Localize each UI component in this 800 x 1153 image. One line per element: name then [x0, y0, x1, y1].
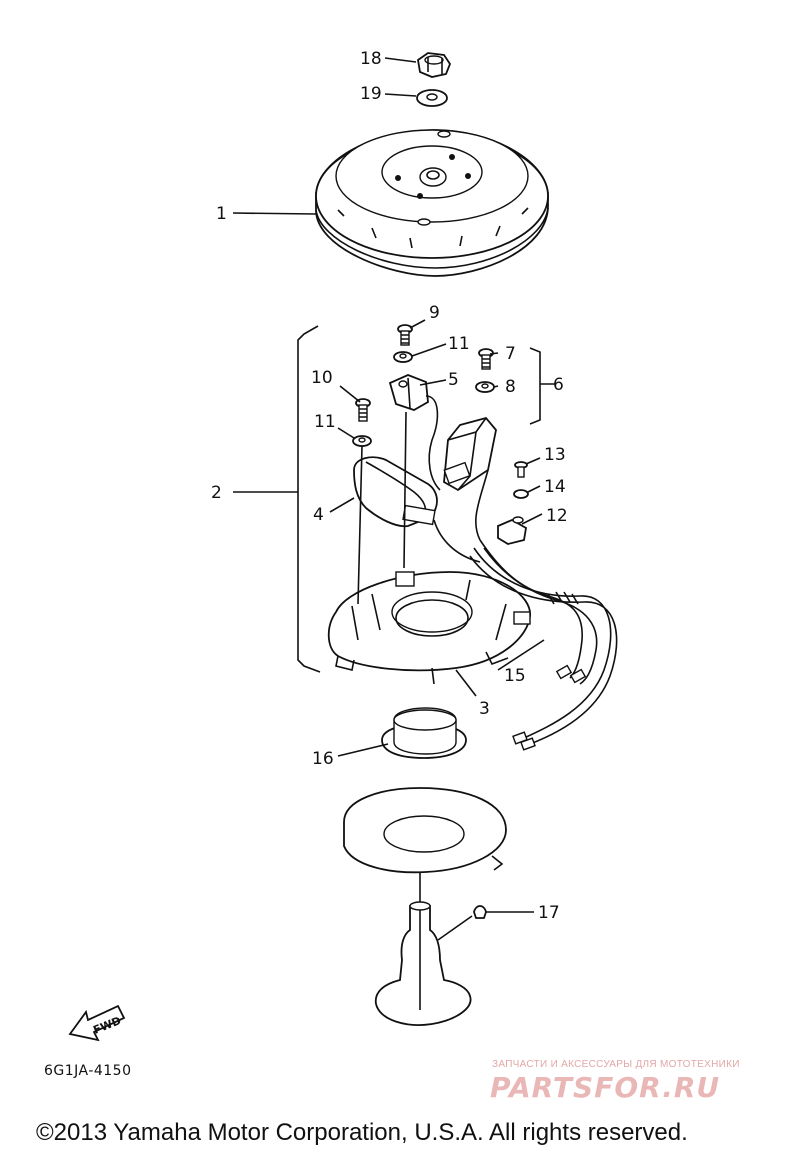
callout-12: 12 [546, 506, 568, 526]
callout-2: 2 [211, 483, 222, 503]
callout-17: 17 [538, 903, 560, 923]
callout-7: 7 [505, 344, 516, 364]
leader-lines [232, 57, 545, 941]
part-11-washer-lower[interactable] [352, 435, 372, 447]
copyright-notice: ©2013 Yamaha Motor Corporation, U.S.A. A… [36, 1119, 688, 1146]
diagram-code: 6G1JA-4150 [44, 1063, 132, 1079]
part-1-flywheel[interactable] [315, 129, 549, 277]
callout-4: 4 [313, 505, 324, 525]
callout-15: 15 [504, 666, 526, 686]
crankshaft [374, 901, 472, 1026]
group-6-bracket [529, 347, 556, 425]
callout-13: 13 [544, 445, 566, 465]
callout-6: 6 [553, 375, 564, 395]
callout-5: 5 [448, 370, 459, 390]
callout-11a: 11 [448, 334, 470, 354]
part-9-screw[interactable] [397, 324, 413, 346]
group-2-bracket [297, 325, 321, 673]
callout-19: 19 [360, 84, 382, 104]
callout-1: 1 [216, 204, 227, 224]
watermark-tagline: ЗАПЧАСТИ И АКСЕССУАРЫ ДЛЯ МОТОТЕХНИКИ [492, 1059, 740, 1070]
part-7-screw[interactable] [478, 348, 494, 370]
callout-18: 18 [360, 49, 382, 69]
part-14-washer[interactable] [513, 489, 529, 499]
callout-16: 16 [312, 749, 334, 769]
part-8-washer[interactable] [475, 381, 495, 393]
callout-11b: 11 [314, 412, 336, 432]
callout-3: 3 [479, 699, 490, 719]
part-4-charge-coil[interactable] [353, 456, 481, 563]
callout-labels: 18 19 1 9 11 7 5 10 8 6 11 13 14 2 4 12 … [211, 49, 568, 923]
part-3-stator-base[interactable] [327, 571, 531, 685]
part-10-screw[interactable] [355, 398, 371, 422]
fwd-arrow: FWD [68, 1004, 126, 1042]
base-plate [343, 787, 507, 874]
callout-9: 9 [429, 303, 440, 323]
part-17-woodruff-key[interactable] [473, 905, 487, 919]
part-19-washer[interactable] [416, 89, 448, 107]
callout-14: 14 [544, 477, 566, 497]
part-16-collar[interactable] [381, 707, 467, 759]
part-11-washer-upper[interactable] [393, 351, 413, 363]
part-12-clamp[interactable] [497, 516, 527, 545]
watermark-logo: PARTSFOR.RU [490, 1071, 721, 1104]
part-5-pulser-coil[interactable] [388, 374, 441, 491]
part-6-cdi-unit[interactable] [443, 416, 497, 541]
callout-10: 10 [311, 368, 333, 388]
part-13-screw[interactable] [514, 461, 528, 478]
callout-8: 8 [505, 377, 516, 397]
part-18-nut[interactable] [417, 52, 452, 78]
part-15-wire-harness[interactable] [469, 539, 618, 751]
